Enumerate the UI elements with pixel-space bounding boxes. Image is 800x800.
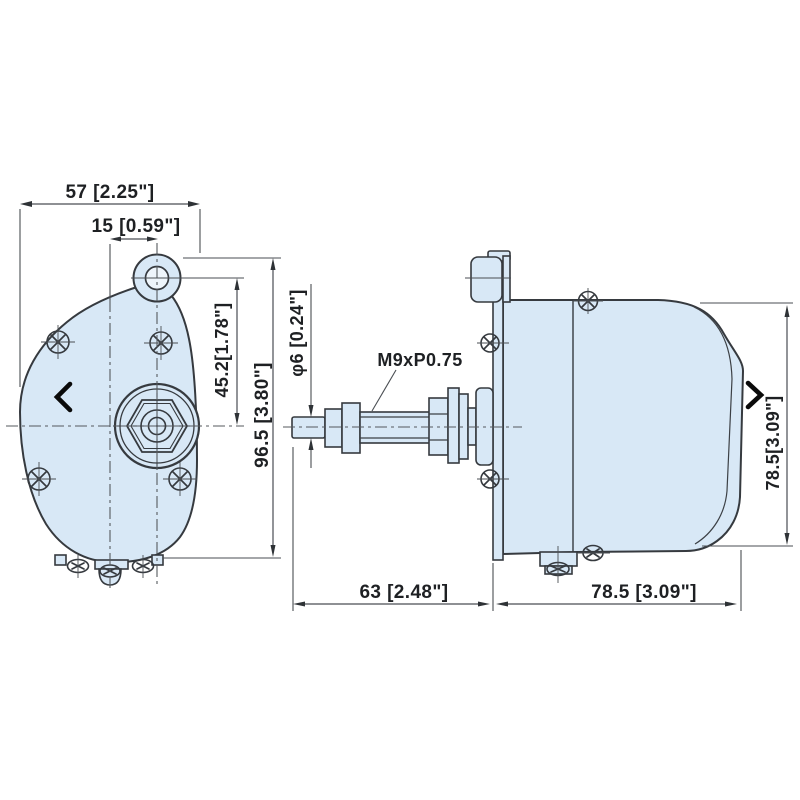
dim-shaft-length-label: 63 [2.48"] [359, 582, 448, 603]
motor-body-outline [502, 299, 745, 556]
body-seam-screw-top [573, 288, 603, 314]
dim-width-label: 57 [2.25"] [65, 182, 154, 203]
dim-body-height-label: 78.5[3.09"] [763, 396, 783, 491]
screw-boss-lower-left [22, 462, 56, 496]
side-view [283, 250, 745, 583]
screw-boss-upper-left [41, 325, 75, 359]
dim-hole-to-axis-label: 45.2[1.78"] [212, 303, 232, 398]
thread-spec-label: M9xP0.75 [377, 350, 462, 370]
chevron-left-icon[interactable] [53, 381, 73, 413]
side-view-dimensions: φ6 [0.24"] M9xP0.75 63 [2.48"] 78.5 [3.0… [287, 284, 793, 611]
front-view-dimensions: 57 [2.25"] 15 [0.59"] 45.2[1.78"] 96.5 [… [19, 182, 281, 559]
bottom-feet [54, 554, 164, 586]
chevron-right-icon[interactable] [745, 380, 765, 410]
plate-screw-lower [477, 469, 509, 489]
bottom-foot-bracket [539, 546, 578, 583]
plate-screw-upper [477, 333, 509, 353]
dim-body-length-label: 78.5 [3.09"] [591, 582, 697, 603]
screw-boss-lower-right [163, 462, 197, 496]
dim-height-label: 96.5 [3.80"] [252, 362, 273, 468]
screw-boss-upper-right [144, 326, 178, 360]
dim-shaft-diameter-label: φ6 [0.24"] [287, 289, 307, 376]
motor-cap-crease [693, 306, 733, 545]
terminal-block [470, 256, 503, 303]
washer [447, 387, 460, 464]
front-view [6, 243, 244, 588]
dim-hole-offset-label: 15 [0.59"] [91, 216, 180, 237]
output-shaft-side [291, 387, 494, 466]
body-seam-screw-bottom [578, 544, 610, 562]
